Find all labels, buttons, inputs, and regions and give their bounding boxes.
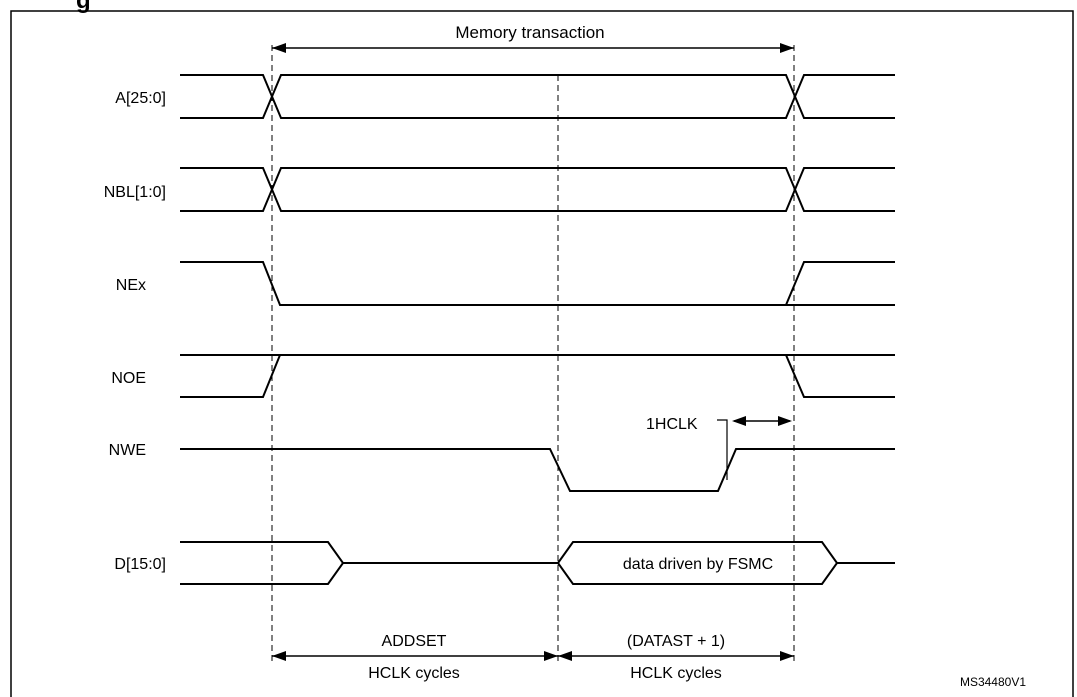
waveform-chip-enable bbox=[180, 261, 895, 306]
signal-label-output-enable: NOE bbox=[111, 370, 146, 387]
signal-label-address: A[25:0] bbox=[115, 90, 166, 107]
one-hclk-label: 1HCLK bbox=[646, 416, 698, 433]
waveform-output-enable bbox=[180, 354, 895, 398]
one-hclk-dimension bbox=[732, 416, 792, 426]
datast-cycles-label: HCLK cycles bbox=[630, 665, 722, 682]
data-driven-label: data driven by FSMC bbox=[623, 556, 773, 573]
waveform-data-bus bbox=[180, 541, 895, 585]
addset-label: ADDSET bbox=[382, 633, 447, 650]
signal-label-write-enable: NWE bbox=[109, 442, 146, 459]
diagram-border bbox=[10, 10, 1074, 697]
datast-dimension bbox=[558, 651, 794, 661]
signal-label-chip-enable: NEx bbox=[116, 277, 146, 294]
addset-cycles-label: HCLK cycles bbox=[368, 665, 460, 682]
waveform-write-enable bbox=[180, 448, 895, 492]
addset-dimension bbox=[272, 651, 558, 661]
signal-label-data-bus: D[15:0] bbox=[114, 556, 166, 573]
datast-label: (DATAST + 1) bbox=[627, 633, 725, 650]
memory-transaction-label: Memory transaction bbox=[455, 23, 604, 42]
waveform-byte-lane bbox=[180, 167, 895, 212]
one-hclk-leader bbox=[717, 419, 728, 480]
figure-id: MS34480V1 bbox=[960, 675, 1026, 689]
signal-label-byte-lane: NBL[1:0] bbox=[104, 184, 166, 201]
waveform-address bbox=[180, 74, 895, 119]
memory-transaction-dimension bbox=[272, 43, 794, 53]
